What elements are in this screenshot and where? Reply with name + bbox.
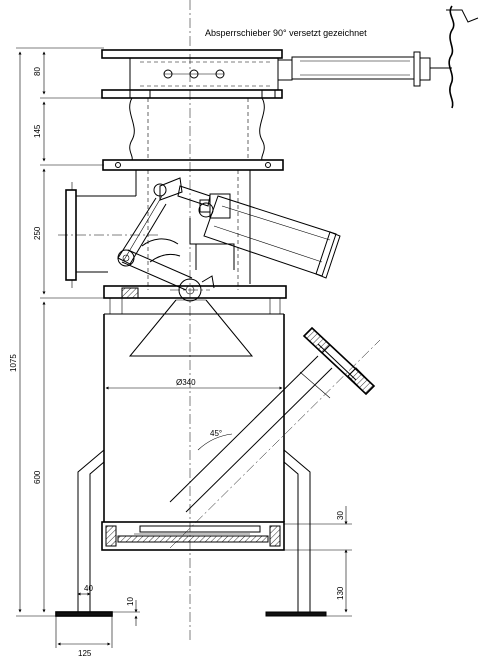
angle-arc bbox=[197, 433, 233, 451]
inclined-discharge-pipe bbox=[169, 326, 381, 549]
dimension-lines-bottom bbox=[55, 592, 140, 648]
dim-125: 125 bbox=[78, 649, 92, 658]
dim-10: 10 bbox=[126, 597, 135, 606]
dim-40: 40 bbox=[84, 584, 93, 593]
bottom-plate bbox=[101, 521, 285, 551]
dim-250: 250 bbox=[33, 226, 42, 240]
container-body bbox=[103, 299, 285, 522]
legs bbox=[55, 449, 327, 617]
flexible-connector bbox=[129, 97, 265, 161]
dimension-lines-right bbox=[284, 506, 352, 617]
dim-80: 80 bbox=[33, 67, 42, 76]
handwheel-icon bbox=[430, 5, 479, 109]
side-inlet bbox=[58, 182, 160, 288]
dim-600: 600 bbox=[33, 470, 42, 484]
dim-145: 145 bbox=[33, 124, 42, 138]
note-text: Absperrschieber 90° versetzt gezeichnet bbox=[205, 28, 367, 38]
diameter-label: Ø340 bbox=[176, 378, 196, 387]
pneumatic-cylinder bbox=[117, 177, 341, 291]
distribution-cone bbox=[128, 299, 254, 357]
dimension-lines-left bbox=[16, 47, 104, 617]
dim-130: 130 bbox=[336, 586, 345, 600]
dim-1075: 1075 bbox=[9, 354, 18, 372]
upper-pipe-section bbox=[135, 170, 251, 290]
slide-gate bbox=[101, 5, 479, 109]
angle-label: 45° bbox=[210, 429, 222, 438]
actuator-arm bbox=[291, 56, 415, 80]
upper-flange bbox=[102, 159, 284, 171]
dim-30: 30 bbox=[336, 511, 345, 520]
